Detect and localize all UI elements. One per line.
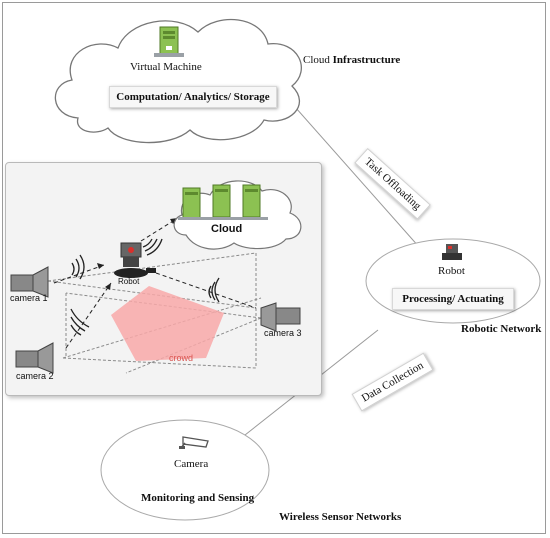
camera-3-label: camera 3 <box>264 328 302 338</box>
scene-camera-1-icon <box>10 266 49 298</box>
monitoring-sensing-label: Monitoring and Sensing <box>141 492 255 504</box>
crowd-area <box>111 286 224 361</box>
virtual-machine-label: Virtual Machine <box>130 61 202 73</box>
camera-1-label: camera 1 <box>10 293 48 303</box>
robotic-network-title: Robotic Network <box>461 323 542 335</box>
diagram-frame <box>2 2 546 534</box>
crowd-label: crowd <box>169 353 194 363</box>
wsn-title: Wireless Sensor Networks <box>279 511 402 523</box>
signal-arcs <box>70 238 220 336</box>
robot-node-label: Robot <box>438 265 465 277</box>
scene-camera-3-icon <box>260 302 301 332</box>
cloud-infrastructure-title-prefix: Cloud <box>303 54 330 66</box>
camera-node-label: Camera <box>174 458 209 470</box>
scene-graphics <box>10 180 302 374</box>
processing-actuating-box: Processing/ Actuating <box>392 288 514 310</box>
cloud-infrastructure-title-bold: Infrastructure <box>332 54 401 66</box>
scene-server-icons <box>178 184 268 220</box>
surveillance-scene-panel: Cloud Robot crowd camera 1 camera 2 came… <box>5 162 322 396</box>
scene-camera-2-icon <box>15 342 54 374</box>
scene-cloud-label: Cloud <box>211 223 243 235</box>
computation-analytics-storage-box: Computation/ Analytics/ Storage <box>109 86 277 108</box>
scene-robot-label: Robot <box>118 277 140 286</box>
scene-cloud-shape <box>173 180 302 250</box>
scene-robot-icon <box>114 242 156 278</box>
camera-2-label: camera 2 <box>16 371 54 381</box>
cloud-infrastructure-title: Cloud Infrastructure <box>303 54 400 66</box>
